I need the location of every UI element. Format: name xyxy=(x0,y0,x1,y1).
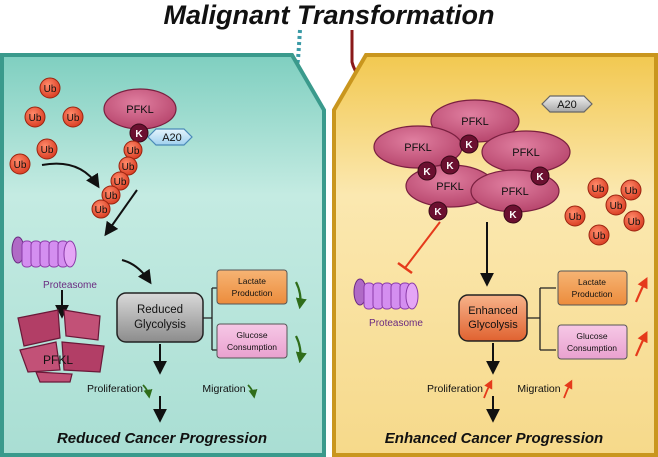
migration-down-arrow xyxy=(247,384,258,399)
ub-label: Ub xyxy=(67,113,80,124)
ub-label: Ub xyxy=(122,162,135,173)
proteasome-label: Proteasome xyxy=(369,318,423,329)
a20-enzyme xyxy=(147,128,193,146)
proliferation-label: Proliferation xyxy=(87,383,143,395)
pfkl-label: PFKL xyxy=(501,186,529,198)
glucose-line2: Consumption xyxy=(567,343,617,353)
pfkl-cluster: PFKL PFKL PFKL PFKL PFKL xyxy=(373,99,571,213)
ub-label: Ub xyxy=(14,160,27,171)
proliferation-down-arrow xyxy=(142,384,153,399)
proteasome-to-glycolysis-arrow xyxy=(121,259,152,285)
glucose-line1: Glucose xyxy=(236,330,267,340)
a20-label: A20 xyxy=(162,132,182,144)
pfkl-label: PFKL xyxy=(512,147,540,159)
lactate-up-arrow xyxy=(634,277,648,303)
inhibition-bar xyxy=(397,261,413,275)
dotted-transformation-arrow xyxy=(250,29,302,123)
degradation-arrow xyxy=(104,189,138,237)
k-label: K xyxy=(465,140,473,151)
ub-label: Ub xyxy=(628,217,641,228)
pfkl-label: PFKL xyxy=(404,142,432,154)
proliferation-up-arrow xyxy=(483,379,493,399)
right-proteasome xyxy=(353,278,419,310)
right-panel: A20 PFKL PFKL PFKL PFKL PFKL K K K K K xyxy=(332,53,658,457)
ub-label: Ub xyxy=(29,113,42,124)
page-title: Malignant Transformation xyxy=(163,0,494,30)
lactate-line1: Lactate xyxy=(578,277,606,287)
left-panel: Ub Ub Ub Ub Ub PFKL A20 K Ub Ub Ub xyxy=(0,53,326,457)
lactate-line2: Production xyxy=(572,289,613,299)
lactate-production-box xyxy=(216,269,288,305)
glycolysis-line2: Glycolysis xyxy=(134,319,186,331)
reduced-glycolysis-box xyxy=(116,292,204,343)
migration-label: Migration xyxy=(202,383,245,395)
ub-label: Ub xyxy=(127,146,140,157)
k-label: K xyxy=(446,161,454,172)
ubiquitination-arrow xyxy=(41,162,100,189)
ub-label: Ub xyxy=(105,191,118,202)
glucose-line1: Glucose xyxy=(576,331,607,341)
pfkl-label: PFKL xyxy=(126,104,154,116)
proteasome-label: Proteasome xyxy=(43,280,97,291)
lactate-down-arrow xyxy=(295,281,307,310)
pfkl-label: PFKL xyxy=(436,181,464,193)
glucose-down-arrow xyxy=(295,335,307,364)
lactate-line2: Production xyxy=(232,288,273,298)
k-label: K xyxy=(509,210,517,221)
ub-label: Ub xyxy=(44,84,57,95)
lactate-production-box xyxy=(557,270,628,306)
proliferation-label: Proliferation xyxy=(427,383,483,395)
left-proteasome xyxy=(11,236,77,268)
right-bracket xyxy=(527,287,556,351)
glucose-consumption-box xyxy=(557,324,628,360)
ub-label: Ub xyxy=(41,145,54,156)
ub-label: Ub xyxy=(114,177,127,188)
inhibition-line xyxy=(404,221,441,269)
a20-label: A20 xyxy=(557,99,577,111)
glycolysis-line2: Glycolysis xyxy=(468,319,518,331)
glucose-up-arrow xyxy=(634,331,648,357)
glucose-consumption-box xyxy=(216,323,288,359)
pfkl-label: PFKL xyxy=(461,116,489,128)
lactate-line1: Lactate xyxy=(238,276,266,286)
right-free-ubiquitins: Ub Ub Ub Ub Ub Ub xyxy=(564,177,645,246)
ub-label: Ub xyxy=(569,212,582,223)
glycolysis-line1: Enhanced xyxy=(468,305,518,317)
ub-label: Ub xyxy=(625,186,638,197)
k-label: K xyxy=(423,167,431,178)
lysine-residues: K K K K K K xyxy=(417,134,550,224)
polyubiquitin-chain: Ub Ub Ub Ub Ub xyxy=(91,140,143,219)
migration-up-arrow xyxy=(563,379,573,399)
lysine-k xyxy=(129,123,149,143)
left-caption: Reduced Cancer Progression xyxy=(57,430,267,447)
ub-label: Ub xyxy=(95,205,108,216)
migration-label: Migration xyxy=(517,383,560,395)
ub-label: Ub xyxy=(592,184,605,195)
left-free-ubiquitins: Ub Ub Ub Ub Ub xyxy=(9,77,84,175)
k-label: K xyxy=(135,129,143,140)
enhanced-glycolysis-box xyxy=(458,294,528,342)
fragment-label: PFKL xyxy=(43,353,73,367)
pfkl-fragments xyxy=(17,309,105,383)
ub-label: Ub xyxy=(610,201,623,212)
glycolysis-line1: Reduced xyxy=(137,304,183,316)
left-bracket xyxy=(203,287,220,351)
k-label: K xyxy=(434,207,442,218)
glucose-line2: Consumption xyxy=(227,342,277,352)
k-label: K xyxy=(536,172,544,183)
right-caption: Enhanced Cancer Progression xyxy=(385,430,603,447)
ub-label: Ub xyxy=(593,231,606,242)
a20-enzyme-inactive xyxy=(541,95,593,113)
